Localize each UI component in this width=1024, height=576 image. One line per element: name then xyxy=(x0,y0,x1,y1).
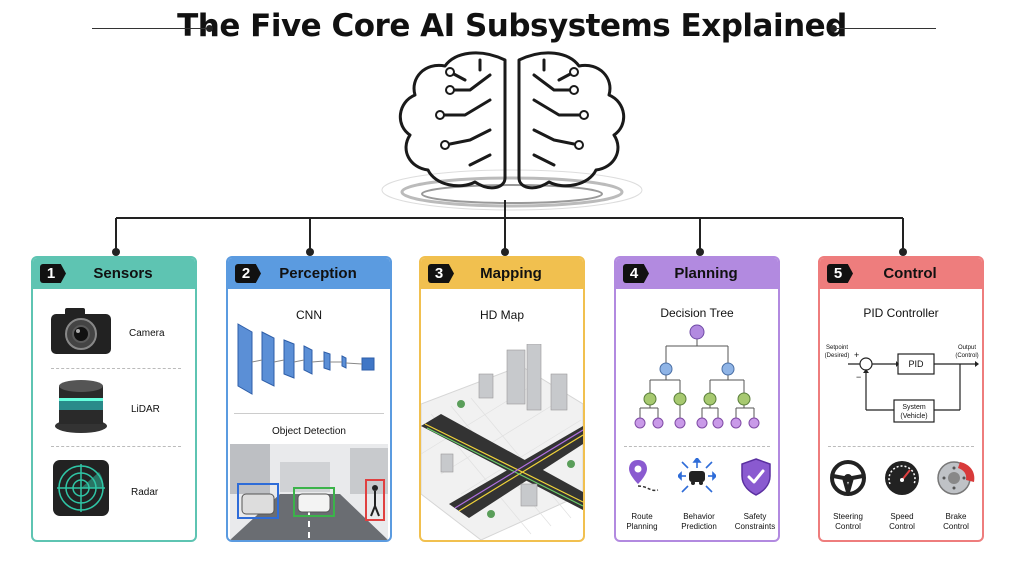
connector-dots xyxy=(112,248,907,256)
speedometer-icon xyxy=(885,461,919,495)
pid-controller-label: PID Controller xyxy=(863,306,939,320)
card-perception: 2 Perception CNN Object Detection xyxy=(226,256,392,542)
setpoint-label: Setpoint (Desired) xyxy=(824,345,850,359)
brain-nodes xyxy=(435,67,589,150)
sensor-label-radar: Radar xyxy=(131,487,159,498)
system-block-label: System (Vehicle) xyxy=(900,404,928,420)
card-title: Sensors xyxy=(93,265,153,282)
card-number: 5 xyxy=(827,264,853,283)
title-rule-right xyxy=(836,28,936,29)
card-number: 1 xyxy=(40,264,66,283)
card-title: Perception xyxy=(279,265,357,282)
cnn-layers-diagram xyxy=(237,323,375,395)
sensor-label-lidar: LiDAR xyxy=(131,404,160,415)
brake-control-label: Brake Control xyxy=(943,512,969,531)
brain-icon xyxy=(399,51,625,190)
pid-block-label: PID xyxy=(908,359,924,369)
title-rule-left xyxy=(92,28,210,29)
sensor-label-camera: Camera xyxy=(129,328,165,339)
card-header: 2 Perception xyxy=(228,258,390,289)
behavior-prediction-label: Behavior Prediction xyxy=(681,512,717,531)
brain-halo xyxy=(381,169,643,211)
hd-map-illustration xyxy=(421,344,583,540)
route-pin-icon xyxy=(629,460,659,492)
pid-block-diagram xyxy=(848,353,979,423)
radar-icon xyxy=(53,460,109,516)
hd-map-label: HD Map xyxy=(479,308,524,322)
lidar-icon xyxy=(55,380,107,433)
card-header: 1 Sensors xyxy=(33,258,195,289)
brain-diagram xyxy=(112,51,907,256)
safety-constraints-label: Safety Constraints xyxy=(734,512,776,531)
title-rule-left-dot xyxy=(206,25,213,32)
card-title: Planning xyxy=(674,265,738,282)
divider xyxy=(234,413,384,414)
decision-tree-diagram xyxy=(634,324,760,429)
divider xyxy=(51,368,181,369)
card-header: 3 Mapping xyxy=(421,258,583,289)
decision-tree-label: Decision Tree xyxy=(660,306,734,320)
object-detection-scene xyxy=(230,444,388,540)
object-detection-label: Object Detection xyxy=(272,426,346,437)
card-control: 5 Control PID Controller Setpoint (Desir… xyxy=(818,256,984,542)
output-label: Output (Control) xyxy=(955,345,979,359)
minus-sign: − xyxy=(856,372,862,382)
card-title: Control xyxy=(883,265,937,282)
card-number: 4 xyxy=(623,264,649,283)
connector-lines xyxy=(115,200,904,252)
card-planning: 4 Planning Decision Tree xyxy=(614,256,780,542)
card-mapping: 3 Mapping HD Map xyxy=(419,256,585,542)
card-title: Mapping xyxy=(480,265,542,282)
brake-icon xyxy=(937,461,975,495)
steering-control-label: Steering Control xyxy=(833,512,863,531)
steering-wheel-icon xyxy=(830,460,866,496)
card-number: 2 xyxy=(235,264,261,283)
divider xyxy=(51,446,181,447)
route-planning-label: Route Planning xyxy=(626,512,658,531)
card-header: 5 Control xyxy=(820,258,982,289)
card-sensors: 1 Sensors Camera LiDAR Radar xyxy=(31,256,197,542)
title-rule-right-dot xyxy=(830,25,837,32)
shield-check-icon xyxy=(741,458,771,496)
behavior-prediction-icon xyxy=(678,458,716,493)
card-number: 3 xyxy=(428,264,454,283)
cnn-label: CNN xyxy=(296,308,322,322)
card-header: 4 Planning xyxy=(616,258,778,289)
divider xyxy=(828,446,974,447)
speed-control-label: Speed Control xyxy=(889,512,915,531)
page-title: The Five Core AI Subsystems Explained xyxy=(177,8,847,44)
plus-sign: + xyxy=(854,350,860,360)
camera-icon xyxy=(51,308,111,354)
divider xyxy=(624,446,770,447)
